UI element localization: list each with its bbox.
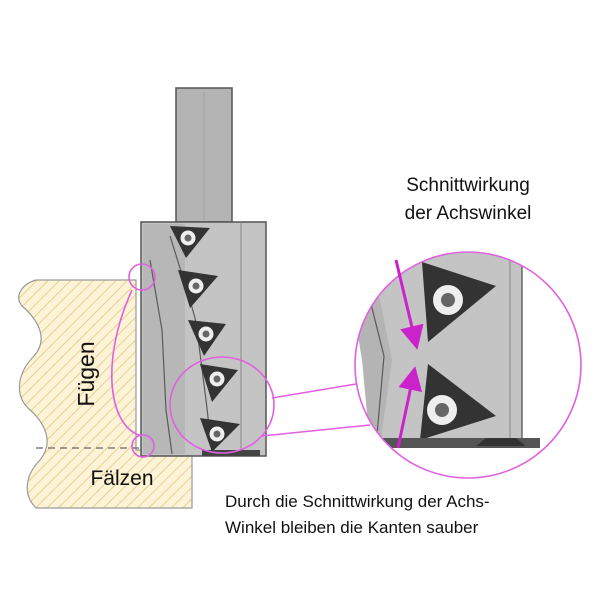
zoom-connector-1 <box>271 383 357 399</box>
zoom-title-line1: Schnittwirkung <box>406 175 530 196</box>
insert-2 <box>178 270 218 308</box>
caption-line1: Durch die Schnittwirkung der Achs- <box>225 492 490 511</box>
router-bit <box>140 87 267 457</box>
zoom-circle <box>354 251 582 479</box>
highlight-markers <box>110 263 371 458</box>
arrow-down <box>394 259 424 350</box>
corner-highlight-bottom <box>131 434 155 458</box>
detail-highlight <box>169 356 275 454</box>
insert-1 <box>170 226 210 258</box>
caption-line2: Winkel bleiben die Kanten sauber <box>225 518 479 537</box>
zoom-detail <box>354 251 582 479</box>
insert-5 <box>200 418 240 452</box>
insert-4 <box>200 364 238 402</box>
arrow-up <box>396 366 423 449</box>
fuegen-label: Fügen <box>73 341 99 406</box>
insert-3 <box>188 320 226 356</box>
faelzen-label: Fälzen <box>90 467 153 490</box>
zoom-connector-2 <box>261 424 371 437</box>
corner-highlight-top <box>128 263 156 291</box>
connector-arc <box>110 289 143 437</box>
gullet-shade <box>143 224 185 454</box>
chip-edge <box>149 259 173 455</box>
zoom-title-line2: der Achswinkel <box>405 203 532 224</box>
